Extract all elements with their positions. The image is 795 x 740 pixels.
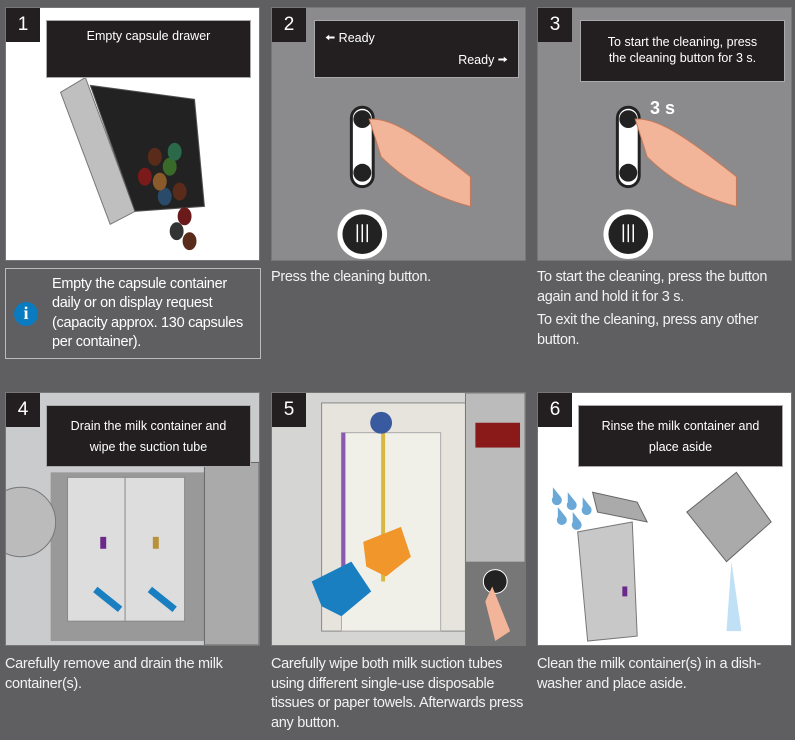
capsule-drawer-illustration (59, 76, 205, 251)
wipe-tubes-illustration (311, 393, 525, 645)
display-line: the cleaning button for 3 s. (608, 51, 757, 65)
step-2-panel: 2 🠨 Ready Ready 🠪 (271, 7, 526, 261)
display-line: place aside (648, 440, 713, 454)
step-number: 6 (538, 393, 572, 427)
display-left: Ready (338, 31, 375, 45)
step-3-caption: To start the cleaning, press the button … (537, 269, 768, 305)
step-number: 5 (272, 393, 306, 427)
hold-button-illustration (603, 105, 737, 260)
step-6-panel: 6 Rinse the milk container and place asi… (537, 392, 792, 646)
rinse-container-illustration (551, 471, 772, 642)
step-4-panel: 4 Drain the milk container and wipe the … (5, 392, 260, 646)
step-5-panel: 5 (271, 392, 526, 646)
display-line: wipe the suction tube (89, 440, 208, 454)
step-number: 2 (272, 8, 306, 42)
info-text: Empty the capsule container daily or on … (52, 275, 243, 351)
arrow-left-icon: 🠨 (325, 31, 339, 45)
info-icon: i (14, 301, 38, 326)
display-line: Drain the milk container and (70, 419, 227, 433)
display-message: To start the cleaning, press the cleanin… (580, 20, 785, 82)
info-note: i Empty the capsule container daily or o… (5, 268, 261, 359)
step-3-panel: 3 To start the cleaning, press the clean… (537, 7, 792, 261)
display-message: Rinse the milk container and place aside (578, 405, 783, 467)
step-2-caption: Press the cleaning button. (271, 269, 431, 285)
step-1-panel: 1 Empty capsule drawer (5, 7, 260, 261)
hold-duration-label: 3 s (650, 98, 676, 118)
display-message: Empty capsule drawer (46, 20, 251, 78)
step-5-caption: Carefully wipe both milk suction tubes u… (271, 656, 524, 731)
display-line: To start the cleaning, press (607, 35, 758, 49)
arrow-right-icon: 🠪 (494, 53, 508, 67)
press-button-illustration (337, 105, 471, 260)
step-4-caption: Carefully remove and drain the milk cont… (5, 656, 223, 692)
display-line: Rinse the milk container and (601, 419, 760, 433)
step-6-caption: Clean the milk container(s) in a dish-wa… (537, 656, 761, 692)
step-3-exit-caption: To exit the cleaning, press any other bu… (537, 312, 759, 348)
milk-container-illustration (6, 461, 259, 645)
display-message: 🠨 Ready Ready 🠪 (314, 20, 519, 78)
display-right: Ready (458, 53, 495, 67)
step-number: 1 (6, 8, 40, 42)
step-number: 3 (538, 8, 572, 42)
step-number: 4 (6, 393, 40, 427)
display-message: Drain the milk container and wipe the su… (46, 405, 251, 467)
